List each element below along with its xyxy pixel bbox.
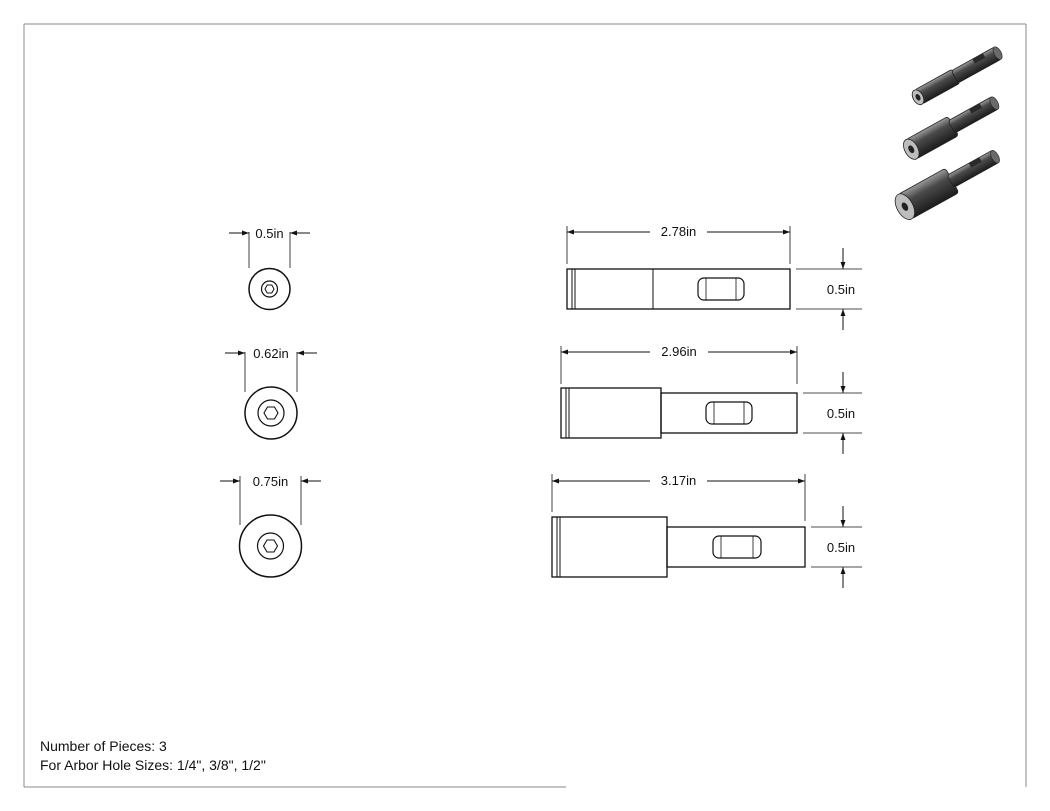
shank-label-medium: 0.5in [827, 406, 855, 421]
iso-arbor-large [894, 150, 1000, 220]
shank-label-small: 0.5in [827, 282, 855, 297]
pieces-note: Number of Pieces: 3 [40, 738, 167, 754]
shaft-head [560, 387, 662, 439]
arbor-sizes-note: For Arbor Hole Sizes: 1/4", 3/8", 1/2" [40, 757, 266, 773]
end-view-small [229, 230, 310, 311]
keyway-slot [697, 277, 745, 301]
counterbore-circle [256, 532, 285, 560]
shaft-head [551, 516, 668, 578]
shaft-shank [666, 526, 806, 568]
diameter-label-small: 0.5in [255, 226, 283, 241]
shank-label-large: 0.5in [827, 540, 855, 555]
iso-arbor-small [911, 46, 1003, 106]
head-circle [248, 267, 291, 311]
diameter-label-large: 0.75in [253, 474, 288, 489]
keyway-slot [705, 401, 753, 425]
head-circle [244, 386, 298, 440]
hex-socket [263, 406, 279, 420]
end-view-medium [225, 350, 317, 440]
hex-socket [264, 284, 275, 294]
side-view-small [566, 226, 862, 330]
isometric-preview [894, 46, 1003, 220]
sheet-border [23, 23, 1027, 788]
keyway-slot [712, 535, 762, 559]
counterbore-circle [257, 399, 285, 427]
side-view-large [551, 474, 862, 588]
end-view-large [220, 476, 321, 578]
drawing-notes: Number of Pieces: 3 For Arbor Hole Sizes… [40, 737, 266, 775]
length-label-large: 3.17in [661, 473, 696, 488]
shaft-shank [660, 392, 798, 434]
iso-arbor-medium [903, 96, 1000, 160]
diameter-label-medium: 0.62in [253, 346, 288, 361]
length-label-small: 2.78in [661, 224, 696, 239]
counterbore-circle [260, 280, 279, 298]
length-label-medium: 2.96in [661, 344, 696, 359]
side-view-medium [560, 346, 862, 454]
shaft-body [566, 268, 791, 310]
head-circle [238, 514, 303, 578]
hex-socket [262, 539, 279, 553]
